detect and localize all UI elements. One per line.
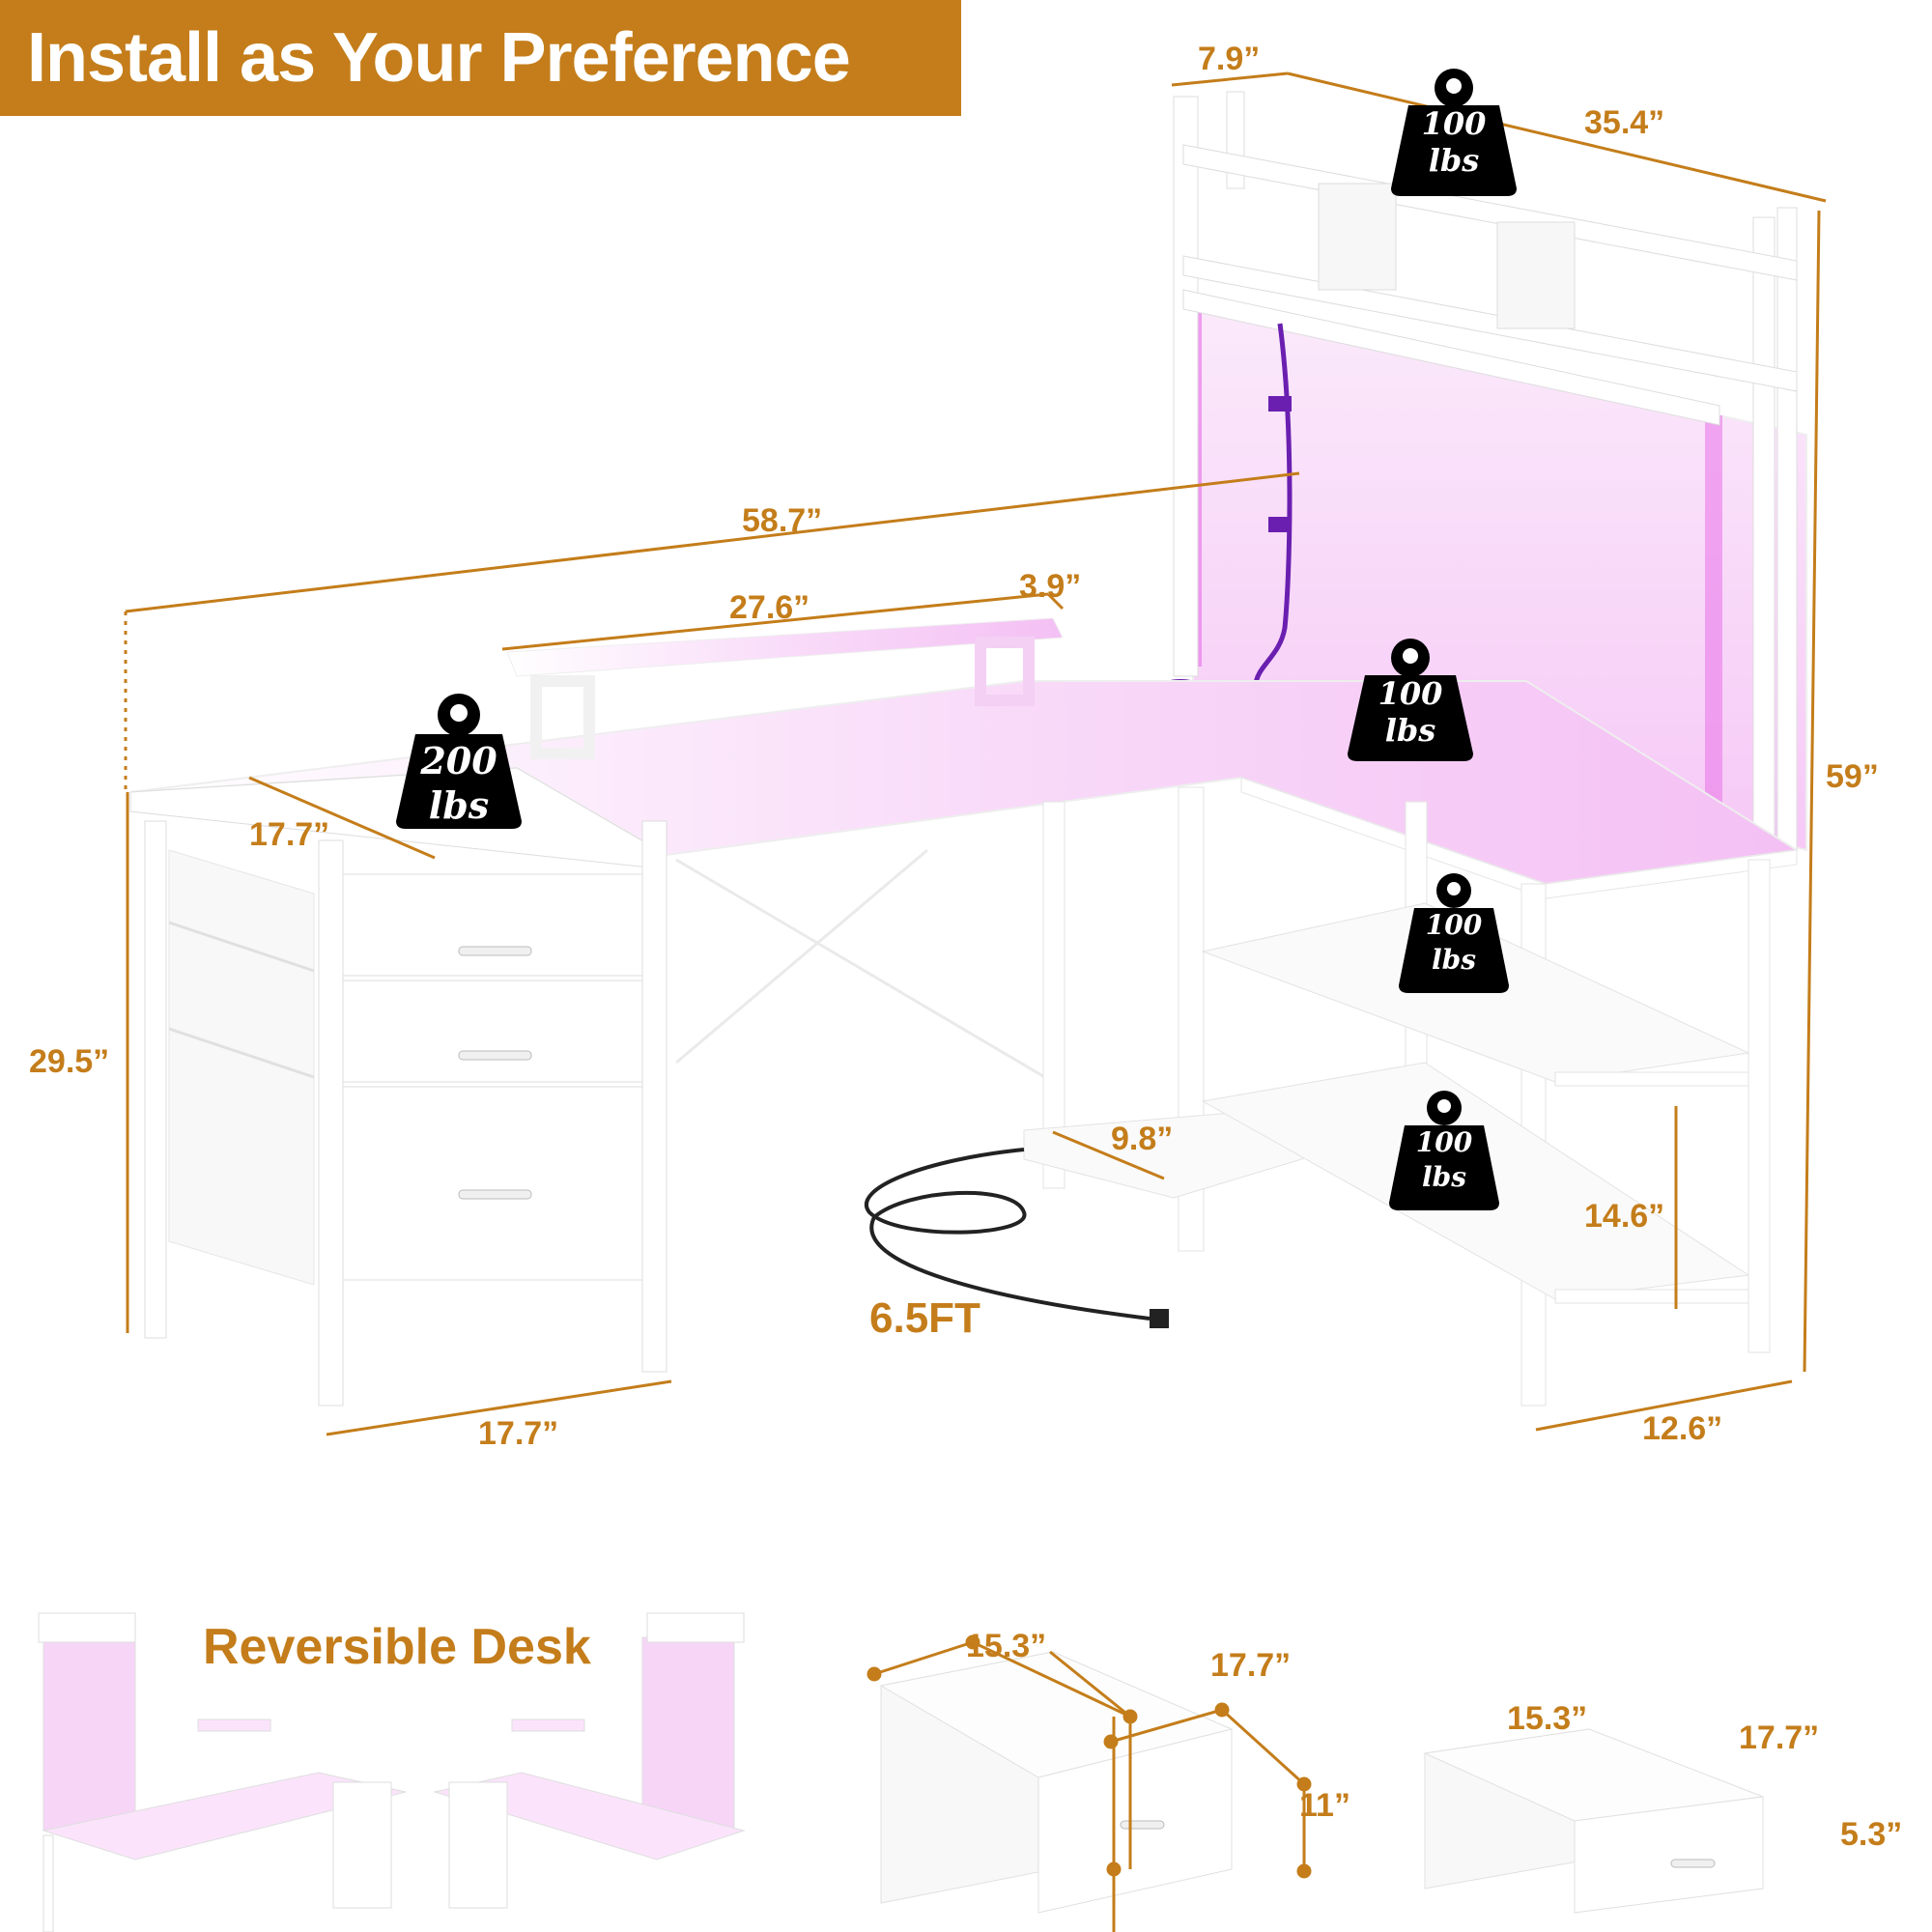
weight-icon [1348,639,1473,761]
weight-unit: lbs [428,783,490,827]
dim-cord-length: 6.5FT [869,1294,980,1342]
weight-icon [396,694,522,829]
header-banner: Install as Your Preference [0,0,961,116]
dim-cabinet-width: 17.7” [478,1415,559,1452]
dim-small-drawer-height: 5.3” [1840,1816,1903,1853]
dim-hutch-depth: 7.9” [1198,41,1261,77]
dim-shelf-spacing: 14.6” [1584,1198,1665,1235]
weight-icon [1399,873,1509,993]
weight-icon [1391,69,1517,196]
dim-small-drawer-width: 15.3” [1507,1700,1588,1737]
reversible-right [433,1612,746,1909]
reversible-desk-title: Reversible Desk [203,1619,591,1675]
reversible-left [38,1612,407,1932]
page-title: Install as Your Preference [27,19,851,97]
weight-value: 200 [420,739,497,782]
dim-total-height: 59” [1826,758,1879,795]
dim-side-shelf-depth: 12.6” [1642,1410,1723,1447]
weight-value: 100 [1421,105,1487,142]
dim-desk-height: 29.5” [29,1043,110,1080]
dim-monitor-stand-depth: 3.9” [1019,568,1082,605]
dim-small-drawer-depth: 17.7” [1739,1719,1820,1756]
dim-cabinet-depth: 17.7” [249,816,330,853]
weight-value: 100 [1378,675,1443,712]
weight-unit: lbs [1384,712,1436,749]
dim-footrest-depth: 9.8” [1111,1121,1174,1157]
weight-unit: lbs [1432,944,1476,976]
dim-desk-length: 58.7” [742,502,823,539]
weight-unit: lbs [1428,142,1480,179]
weight-value: 100 [1425,909,1483,941]
dim-hutch-width: 35.4” [1584,104,1665,141]
dim-large-drawer-depth: 17.7” [1210,1647,1292,1684]
weight-icon [1389,1091,1499,1210]
weight-value: 100 [1415,1126,1473,1158]
dim-monitor-stand-length: 27.6” [729,589,810,626]
dim-large-drawer-width: 15.3” [966,1628,1047,1664]
weight-unit: lbs [1422,1161,1466,1193]
dim-large-drawer-height: 11” [1299,1787,1350,1824]
